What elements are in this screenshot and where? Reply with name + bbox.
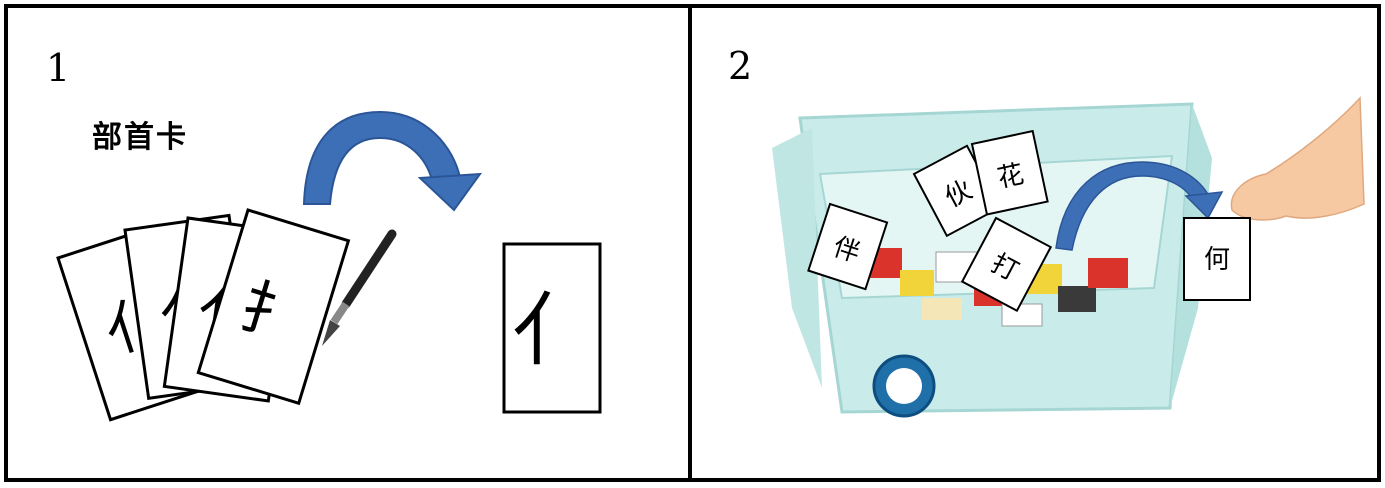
target-card: 亻 <box>504 244 600 412</box>
hand-icon <box>1231 98 1364 220</box>
curved-arrow-icon <box>304 112 480 210</box>
box-card: 花 <box>972 131 1048 214</box>
held-card-glyph: 何 <box>1204 245 1230 275</box>
panel-1-illustration: 亻 亻 亻 扌 <box>8 8 690 478</box>
panel-2: 2 <box>688 4 1381 482</box>
target-card-glyph: 亻 <box>512 284 592 377</box>
held-card: 何 <box>1184 218 1250 300</box>
card-stack: 亻 亻 亻 扌 <box>58 210 348 420</box>
panel-2-illustration: 伴 伙 花 打 <box>692 8 1377 478</box>
panel-1: 1 部首卡 亻 亻 亻 <box>4 4 694 482</box>
